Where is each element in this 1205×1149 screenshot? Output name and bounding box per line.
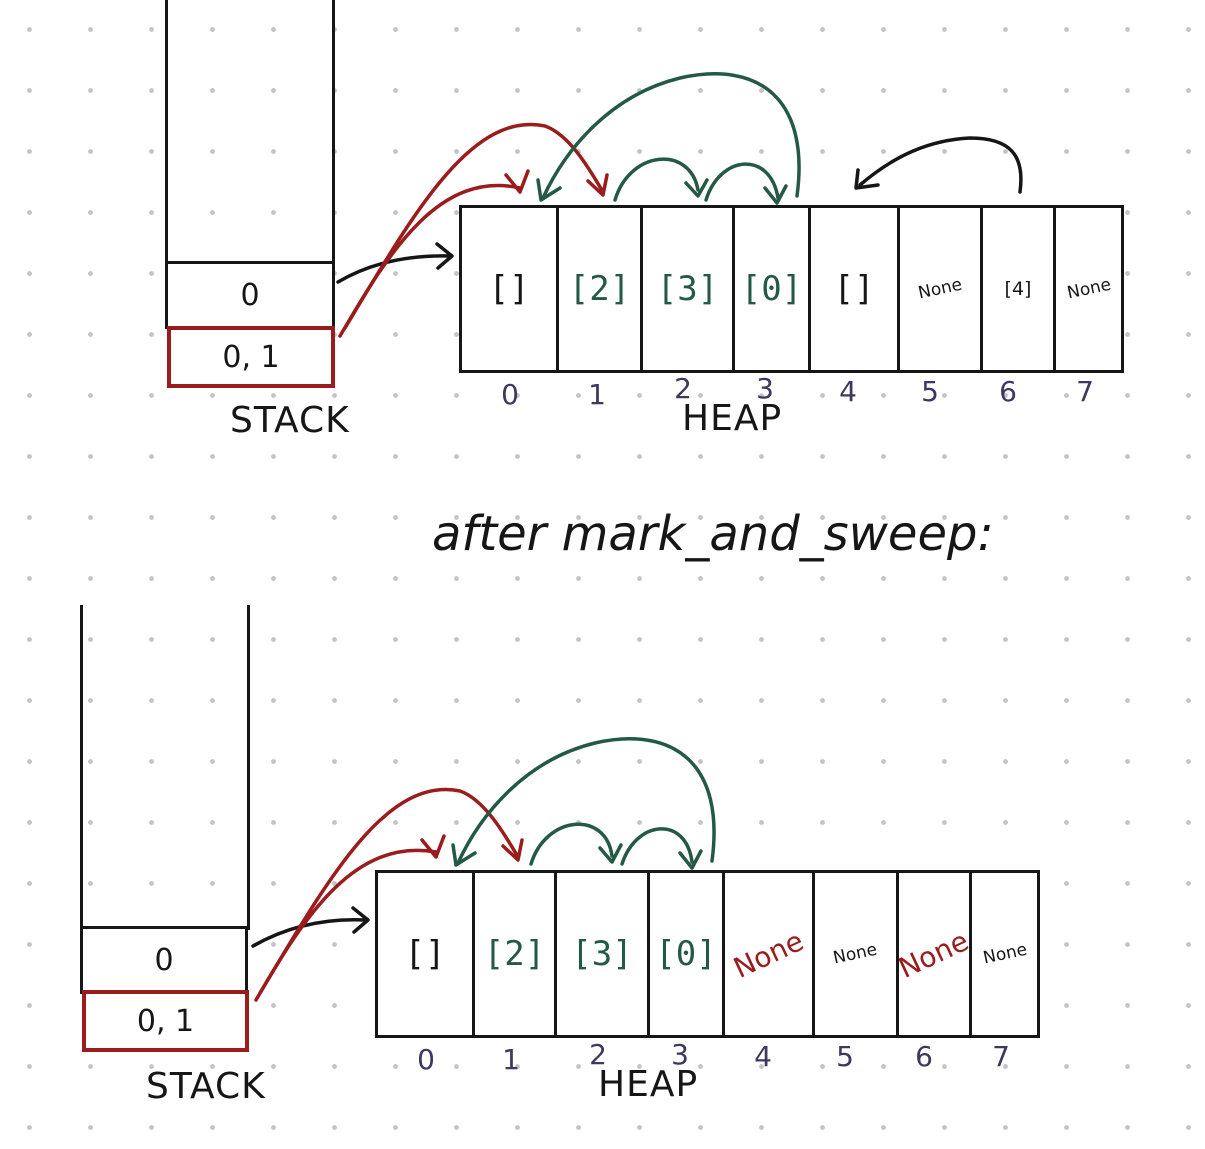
reference-arrow	[858, 136, 1023, 194]
heap-index: 3	[756, 372, 774, 405]
reference-arrow	[620, 827, 694, 866]
heap-cell: []	[462, 208, 559, 370]
arrowhead	[351, 906, 370, 934]
heap-label: HEAP	[598, 1064, 699, 1105]
caption: after mark_and_sweep:	[432, 506, 994, 562]
stack-column	[80, 605, 250, 930]
heap-array: [] [2] [3] [0] [] None [4] None	[459, 205, 1124, 373]
reference-arrow	[704, 162, 780, 202]
heap-index: 4	[839, 375, 857, 408]
reference-arrow	[456, 737, 716, 865]
heap-index: 6	[999, 375, 1017, 408]
stack-to-heap-arrow	[336, 254, 452, 284]
stack-label: STACK	[146, 1066, 266, 1107]
heap-cell: [3]	[643, 208, 735, 370]
stack-frame: 0	[80, 926, 248, 994]
stack-label: STACK	[230, 400, 350, 441]
stack-column	[165, 0, 335, 265]
stack-to-heap-arrow	[251, 917, 368, 948]
heap-index: 0	[501, 378, 519, 411]
heap-cell-freed: None	[725, 873, 815, 1035]
heap-index: 7	[1076, 375, 1094, 408]
arrowhead	[504, 169, 530, 194]
heap-index: 2	[674, 372, 692, 405]
arrowhead	[598, 843, 623, 864]
arrowhead	[420, 834, 446, 859]
heap-index: 4	[754, 1040, 772, 1073]
heap-index: 2	[589, 1038, 607, 1071]
heap-cell: None	[981, 939, 1030, 969]
heap-cell: [4]	[983, 208, 1056, 370]
heap-cell: [3]	[557, 873, 650, 1035]
heap-cell: [0]	[735, 208, 811, 370]
heap-cell: []	[811, 208, 900, 370]
heap-index: 6	[915, 1040, 933, 1073]
stack-frame: 0	[165, 261, 335, 329]
heap-index: 5	[921, 375, 939, 408]
heap-cell: [2]	[475, 873, 557, 1035]
heap-cell: [2]	[559, 208, 643, 370]
heap-cell: None	[1065, 274, 1114, 304]
stack-frame-highlighted: 0, 1	[167, 326, 335, 388]
heap-array: [] [2] [3] [0] None None None None	[375, 870, 1040, 1038]
arrowhead	[586, 173, 609, 197]
arrowhead	[451, 843, 477, 867]
heap-index: 5	[836, 1040, 854, 1073]
stack-frame-highlighted: 0, 1	[82, 990, 249, 1052]
heap-index: 0	[417, 1043, 435, 1076]
heap-index: 7	[992, 1040, 1010, 1073]
heap-label: HEAP	[682, 398, 783, 439]
heap-cell: None	[815, 873, 899, 1035]
arrowhead	[435, 242, 454, 270]
reference-arrow	[541, 72, 801, 200]
heap-cell: []	[378, 873, 475, 1035]
heap-cell: [0]	[650, 873, 725, 1035]
reference-arrow	[529, 822, 614, 866]
arrowhead	[854, 168, 880, 190]
heap-index: 1	[588, 378, 606, 411]
heap-index: 1	[502, 1043, 520, 1076]
arrowhead	[678, 849, 703, 870]
arrowhead	[684, 178, 709, 198]
heap-cell-freed: None	[894, 873, 974, 1035]
heap-cell: None	[900, 208, 983, 370]
heap-index: 3	[671, 1038, 689, 1071]
arrowhead	[501, 838, 524, 862]
arrowhead	[763, 184, 788, 205]
reference-arrow	[613, 157, 700, 202]
arrowhead	[536, 178, 562, 202]
